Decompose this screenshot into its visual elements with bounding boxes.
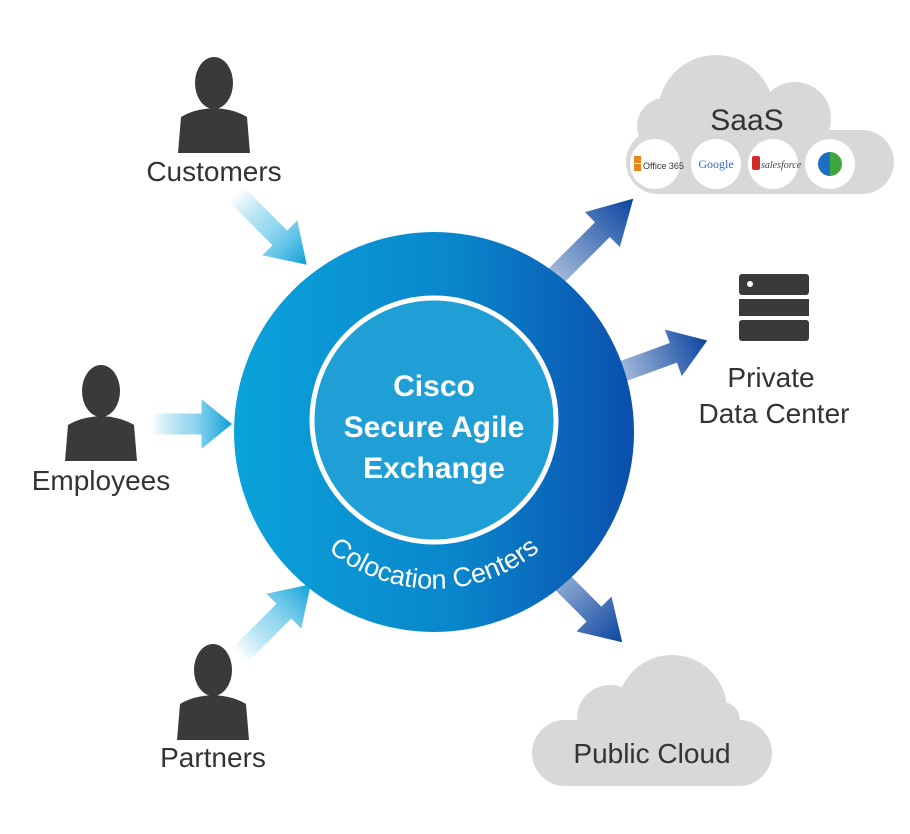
hub-title-line-2: Secure Agile: [344, 411, 525, 444]
private-dc-label-line-1: Private: [727, 362, 814, 393]
source-customers: Customers: [146, 57, 282, 187]
destination-private-data-center: Private Data Center: [699, 274, 850, 429]
person-icon: [65, 365, 137, 461]
employees-label: Employees: [32, 465, 171, 496]
saas-app-salesforce: salesforce: [748, 139, 802, 189]
office365-logo-icon: [634, 156, 641, 163]
person-icon: [178, 57, 250, 153]
office365-text: Office 365: [643, 161, 684, 171]
public-cloud-shape: [532, 655, 772, 786]
inner-circle: [309, 295, 559, 545]
google-logo-icon: Google: [698, 157, 733, 171]
inbound-arrow-customers: [218, 176, 325, 283]
inbound-arrow-employees: [152, 399, 232, 449]
private-dc-label-line-2: Data Center: [699, 398, 850, 429]
customers-label: Customers: [146, 156, 281, 187]
server-icon: [739, 274, 809, 341]
source-employees: Employees: [32, 365, 171, 496]
saas-app-google: Google: [691, 139, 741, 189]
salesforce-logo-icon: [752, 156, 760, 170]
hub-title-line-3: Exchange: [363, 452, 505, 485]
destination-saas: SaaS Office 365 Google salesforce: [626, 55, 894, 194]
source-partners: Partners: [160, 644, 266, 773]
globe-logo-icon: [818, 152, 830, 176]
hub-colocation-centers: Cisco Secure Agile Exchange Colocation C…: [234, 232, 634, 632]
public-cloud-label: Public Cloud: [573, 738, 730, 769]
hub-title-line-1: Cisco: [393, 370, 475, 403]
partners-label: Partners: [160, 742, 266, 773]
saas-app-globe: [805, 139, 855, 189]
salesforce-text: salesforce: [761, 160, 802, 171]
saas-label: SaaS: [710, 104, 783, 137]
saas-app-office365: Office 365: [630, 139, 684, 189]
person-icon: [177, 644, 249, 740]
destination-public-cloud: Public Cloud: [532, 655, 772, 786]
